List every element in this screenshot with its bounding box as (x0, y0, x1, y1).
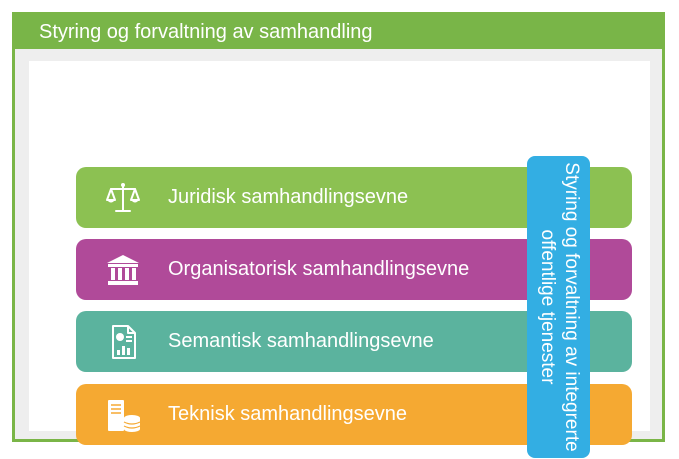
document-chart-icon (112, 325, 136, 359)
scales-icon (106, 183, 140, 212)
layer-label: Organisatorisk samhandlingsevne (168, 258, 470, 280)
vertical-bar-label: Styring og forvaltning av integrerte off… (536, 162, 582, 452)
layer-label: Juridisk samhandlingsevne (168, 186, 409, 208)
inner-panel: Juridisk samhandlingsevne Organisatorisk… (29, 61, 650, 458)
outer-frame: Styring og forvaltning av samhandling Ju… (12, 12, 665, 458)
server-database-icon (108, 400, 141, 432)
layer-label: Teknisk samhandlingsevne (168, 403, 408, 425)
institution-icon (107, 255, 139, 285)
layer-label: Semantisk samhandlingsevne (168, 330, 434, 352)
governance-vertical-bar: Styring og forvaltning av integrerte off… (527, 156, 590, 458)
frame-title: Styring og forvaltning av samhandling (15, 15, 662, 49)
